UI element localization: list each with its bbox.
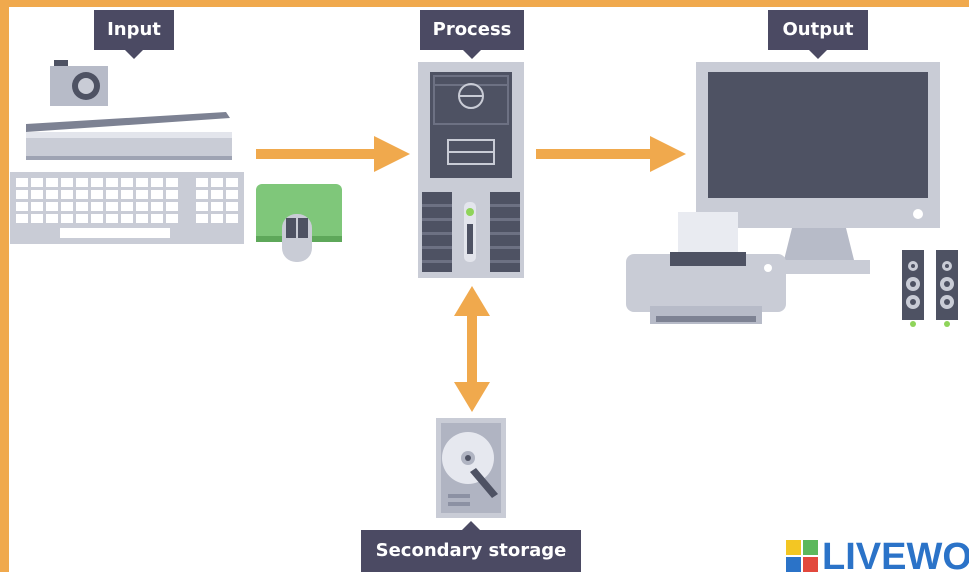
keyboard-icon <box>10 172 246 246</box>
speakers-icon <box>900 250 964 328</box>
live-logo-icon <box>786 540 818 572</box>
arrow-input-to-process <box>256 136 412 172</box>
mouse-icon <box>256 184 346 264</box>
brand-logo: LIVEWO <box>784 538 969 572</box>
secondary-storage-label: Secondary storage <box>361 521 581 572</box>
computer-tower-icon <box>418 62 526 280</box>
hard-disk-icon <box>436 418 508 520</box>
frame-border-left <box>0 0 9 572</box>
scanner-icon <box>26 106 236 164</box>
process-label: Process <box>420 10 524 59</box>
monitor-icon <box>696 62 942 278</box>
printer-icon <box>626 212 788 330</box>
output-label: Output <box>768 10 868 59</box>
input-label: Input <box>94 10 174 59</box>
brand-text: LIVEWO <box>822 538 969 572</box>
arrow-process-storage-two-way <box>452 286 492 412</box>
frame-border-top <box>0 0 969 7</box>
arrow-process-to-output <box>536 136 688 172</box>
camera-icon <box>50 58 110 108</box>
